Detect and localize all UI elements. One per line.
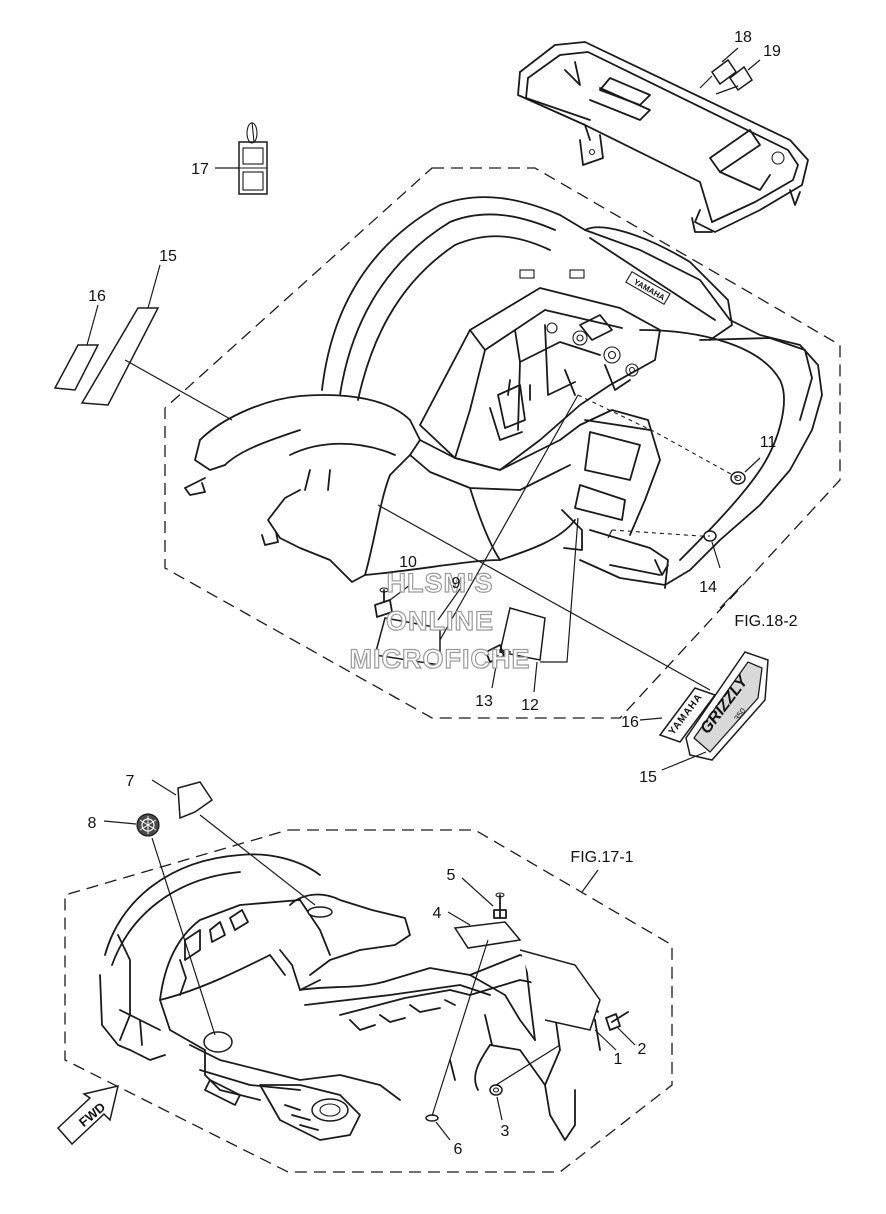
figure-ref-rear[interactable]: FIG.18-2 <box>734 613 797 630</box>
fender-panel-1 <box>519 949 601 1031</box>
callout-11: 11 <box>760 434 777 451</box>
callout-6: 6 <box>454 1141 463 1158</box>
callout-13: 13 <box>475 693 493 710</box>
callout-14: 14 <box>699 579 717 596</box>
front-fender <box>99 853 601 1141</box>
fwd-arrow-icon <box>56 1084 120 1146</box>
callout-17: 17 <box>191 161 209 178</box>
callout-19: 19 <box>763 43 781 60</box>
grommet-3 <box>489 1084 503 1096</box>
fender-brand-emboss: YAMAHA <box>632 277 666 302</box>
warning-tag-17 <box>238 121 268 195</box>
decal-7 <box>177 781 214 820</box>
sticker-18 <box>710 58 738 86</box>
tuning-fork-emblem-icon <box>136 813 160 837</box>
callout-2: 2 <box>638 1041 647 1058</box>
watermark-line1: HLSM'S <box>387 568 494 598</box>
decal-4 <box>453 921 522 949</box>
rear-small-parts <box>374 471 746 666</box>
callout-12: 12 <box>521 697 539 714</box>
callout-7: 7 <box>126 773 135 790</box>
rear-group-boundary <box>164 167 841 719</box>
rear-carrier-rack <box>517 41 809 233</box>
bolt-2 <box>605 1011 629 1031</box>
bolt-5 <box>493 892 507 919</box>
figure-ref-front[interactable]: FIG.17-1 <box>570 849 633 866</box>
callout-10: 10 <box>399 554 417 571</box>
callout-18: 18 <box>734 29 752 46</box>
decal-15-left <box>80 307 160 406</box>
sticker-19 <box>728 65 754 92</box>
decal-16-left <box>53 344 100 391</box>
callout-4: 4 <box>433 905 442 922</box>
rear-fender <box>184 196 823 589</box>
callout-15-right: 15 <box>639 769 657 786</box>
callout-3: 3 <box>501 1123 510 1140</box>
callout-5: 5 <box>447 867 456 884</box>
decal-15-grizzly <box>685 651 769 761</box>
watermark-line3: MICROFICHE <box>350 644 531 674</box>
callout-15-left: 15 <box>159 248 177 265</box>
callout-8: 8 <box>88 815 97 832</box>
callout-9: 9 <box>452 575 461 592</box>
callout-1: 1 <box>614 1051 623 1068</box>
watermark-line2: ONLINE <box>386 606 494 636</box>
callout-16-left: 16 <box>88 288 106 305</box>
callout-16-right: 16 <box>621 714 639 731</box>
